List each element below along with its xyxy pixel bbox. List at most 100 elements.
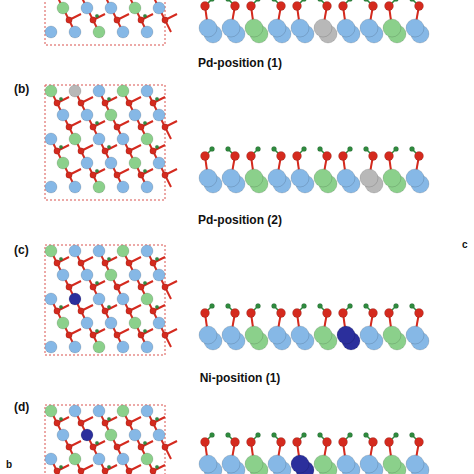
oxygen-atom [114,284,120,290]
metal-atom [81,109,93,121]
hydrogen-atom [143,441,147,445]
metal-atom [45,26,57,38]
oxygen-atom [114,172,120,178]
hydrogen-atom [302,304,307,309]
oxygen-atom [138,444,144,450]
oxygen-atom [54,308,60,314]
oxygen-atom [293,438,302,447]
metal-atom [45,405,57,417]
oxygen-atom [201,438,210,447]
hydrogen-atom [107,417,111,421]
metal-atom [81,269,93,281]
oxygen-atom [138,17,144,23]
oxygen-atom [126,148,132,154]
oxygen-atom [150,100,156,106]
oxygen-atom [78,148,84,154]
hydrogen-atom [155,417,159,421]
edge-letter: c [462,238,468,252]
metal-atom [129,269,141,281]
oxygen-atom [90,124,96,130]
oxygen-atom [369,2,378,11]
metal-atom [268,326,286,344]
oxygen-atom [90,17,96,23]
oxygen-atom [162,444,168,450]
hydrogen-atom [272,304,277,309]
oxygen-atom [54,468,60,474]
oxygen-atom [339,152,348,161]
oxygen-atom [90,332,96,338]
oxygen-atom [201,2,210,11]
metal-atom [117,181,129,193]
hydrogen-atom [318,433,323,438]
hydrogen-atom [364,147,369,152]
hydrogen-atom [226,304,231,309]
metal-atom [291,455,309,473]
oxygen-atom [102,308,108,314]
hydrogen-atom [348,0,353,2]
metal-atom [245,455,263,473]
panel-caption: Pd-position (2) [198,213,282,227]
hydrogen-atom [272,433,277,438]
oxygen-atom [231,438,240,447]
metal-atom [141,453,153,465]
metal-atom [45,133,57,145]
metal-atom [141,405,153,417]
oxygen-atom [54,260,60,266]
oxygen-atom [114,17,120,23]
metal-atom [153,2,165,14]
hydrogen-atom [143,329,147,333]
hydrogen-atom [272,147,277,152]
metal-atom [105,2,117,14]
metal-atom [153,269,165,281]
oxygen-atom [126,468,132,474]
oxygen-atom [138,124,144,130]
hydrogen-atom [210,147,215,152]
oxygen-atom [102,260,108,266]
oxygen-atom [415,309,424,318]
unit-cell [45,85,165,200]
oxygen-atom [385,2,394,11]
hydrogen-atom [256,0,261,2]
metal-atom [199,326,217,344]
metal-atom [93,245,105,257]
oxygen-atom [162,17,168,23]
metal-atom [57,317,69,329]
hydrogen-atom [59,305,63,309]
hydrogen-atom [95,169,99,173]
oxygen-atom [415,2,424,11]
hydrogen-atom [410,147,415,152]
metal-atom [93,341,105,353]
edge-letter: b [6,458,12,472]
oxygen-atom [369,438,378,447]
oxygen-atom [138,284,144,290]
metal-atom [105,109,117,121]
oxygen-atom [66,444,72,450]
unit-cell [45,0,165,45]
hydrogen-atom [226,0,231,2]
metal-atom [117,26,129,38]
metal-atom [360,19,378,37]
metal-atom [93,181,105,193]
metal-atom [245,19,263,37]
hydrogen-atom [143,281,147,285]
metal-atom [117,293,129,305]
oxygen-atom [385,152,394,161]
metal-atom [45,85,57,97]
metal-atom [93,405,105,417]
hydrogen-atom [59,417,63,421]
oxygen-atom [138,332,144,338]
metal-atom [69,405,81,417]
oxygen-atom [150,148,156,154]
metal-atom [222,19,240,37]
oxygen-atom [102,468,108,474]
hydrogen-atom [256,147,261,152]
hydrogen-atom [410,0,415,2]
metal-atom [45,293,57,305]
oxygen-atom [201,309,210,318]
oxygen-atom [102,100,108,106]
metal-atom [199,455,217,473]
oxygen-atom [247,309,256,318]
oxygen-atom [323,309,332,318]
unit-cell [45,405,165,474]
metal-atom [153,157,165,169]
